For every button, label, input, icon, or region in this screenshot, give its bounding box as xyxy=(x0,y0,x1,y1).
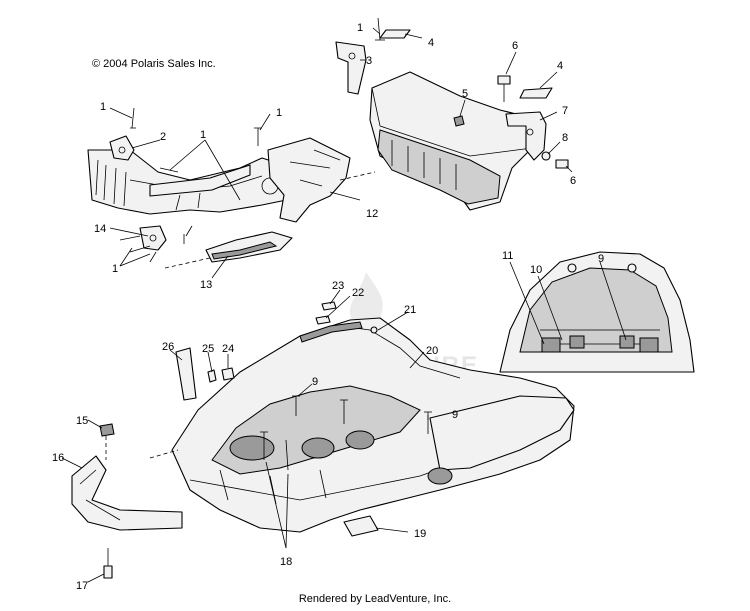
callout-labels: 1 4 3 6 4 5 7 8 6 1 2 1 1 12 14 1 13 11 … xyxy=(52,22,604,592)
callout-1: 1 xyxy=(100,101,106,113)
callout-11: 11 xyxy=(502,250,513,262)
copyright-notice: © 2004 Polaris Sales Inc. xyxy=(92,58,216,70)
callout-8: 8 xyxy=(562,132,568,144)
callout-24: 24 xyxy=(222,343,234,355)
callout-9: 9 xyxy=(598,253,604,265)
rear-cowl-inset xyxy=(499,251,695,373)
callout-20: 20 xyxy=(426,345,438,357)
callout-21: 21 xyxy=(404,304,416,316)
callout-14: 14 xyxy=(94,223,106,235)
front-frame-assembly xyxy=(87,107,376,269)
callout-1: 1 xyxy=(112,263,118,275)
callout-6: 6 xyxy=(512,40,518,52)
rendered-by-footer: Rendered by LeadVenture, Inc. xyxy=(298,593,452,605)
leader-lines xyxy=(61,27,627,583)
callout-2: 2 xyxy=(160,131,166,143)
callout-22: 22 xyxy=(352,287,364,299)
callout-6: 6 xyxy=(570,175,576,187)
callout-25: 25 xyxy=(202,343,214,355)
front-bumper xyxy=(71,423,183,579)
callout-9: 9 xyxy=(312,376,318,388)
callout-17: 17 xyxy=(76,580,88,592)
callout-18: 18 xyxy=(280,556,292,568)
callout-5: 5 xyxy=(462,88,468,100)
bulkhead-crossmember xyxy=(335,17,569,211)
hood-assembly xyxy=(171,301,575,537)
callout-4: 4 xyxy=(557,60,563,72)
callout-16: 16 xyxy=(52,452,64,464)
callout-12: 12 xyxy=(366,208,378,220)
callout-7: 7 xyxy=(562,105,568,117)
callout-10: 10 xyxy=(530,264,542,276)
callout-3: 3 xyxy=(366,55,372,67)
callout-1: 1 xyxy=(276,107,282,119)
callout-4: 4 xyxy=(428,37,434,49)
callout-23: 23 xyxy=(332,280,344,292)
callout-19: 19 xyxy=(414,528,426,540)
callout-26: 26 xyxy=(162,341,174,353)
callout-1: 1 xyxy=(200,129,206,141)
callout-15: 15 xyxy=(76,415,88,427)
callout-9: 9 xyxy=(452,409,458,421)
callout-1: 1 xyxy=(357,22,363,34)
callout-13: 13 xyxy=(200,279,212,291)
